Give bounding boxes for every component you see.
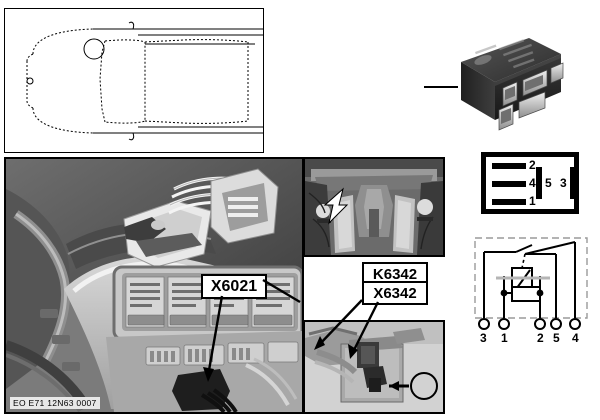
switch-contact-blade (515, 244, 533, 253)
engine-bay-graphic (305, 159, 443, 255)
pin-label-1: 1 (529, 194, 536, 208)
callout-x6342[interactable]: X6342 (362, 281, 428, 305)
vehicle-top-view-svg (26, 21, 263, 141)
junction-dot-left (500, 289, 508, 297)
engine-bay-pointer-arrow (323, 187, 349, 225)
relay-photo-graphic (461, 38, 564, 131)
pin-bar-2 (492, 163, 526, 169)
schematic-boundary (474, 237, 588, 319)
photo-caption: EO E71 12N63 0007 (10, 397, 100, 409)
engine-bay-inset (303, 157, 445, 257)
connector-detail-inset (303, 320, 445, 414)
junction-dot-right (536, 289, 544, 297)
pin-bar-1 (492, 199, 526, 205)
pin-bar-3 (570, 167, 576, 199)
pin-bar-5 (536, 167, 542, 199)
schematic-terminal-2: 2 (537, 331, 544, 345)
coil-actuation-dashed (521, 253, 526, 269)
pin-label-4: 4 (529, 176, 536, 190)
schematic-terminal-1: 1 (501, 331, 508, 345)
resistor-symbol (511, 286, 541, 302)
connector-detail-graphic (305, 322, 443, 412)
reference-circle-marker (410, 372, 438, 400)
pin-label-3: 3 (560, 176, 567, 190)
schematic-terminal-5: 5 (553, 331, 560, 345)
schematic-terminal-3: 3 (480, 331, 487, 345)
schematic-terminal-4: 4 (572, 331, 579, 345)
relay-leader-line (424, 86, 458, 88)
callout-x6021[interactable]: X6021 (201, 274, 267, 299)
relay-circuit-svg (474, 237, 588, 330)
vehicle-outline-panel (4, 8, 264, 153)
relay-product-photo (455, 34, 565, 134)
pin-label-5: 5 (545, 176, 552, 190)
pin-bar-4 (492, 181, 526, 187)
relay-circuit-schematic: 3 1 2 5 4 (470, 232, 595, 357)
pin-label-2: 2 (529, 158, 536, 172)
relay-terminal-layout: 2 4 1 5 3 (481, 152, 579, 214)
